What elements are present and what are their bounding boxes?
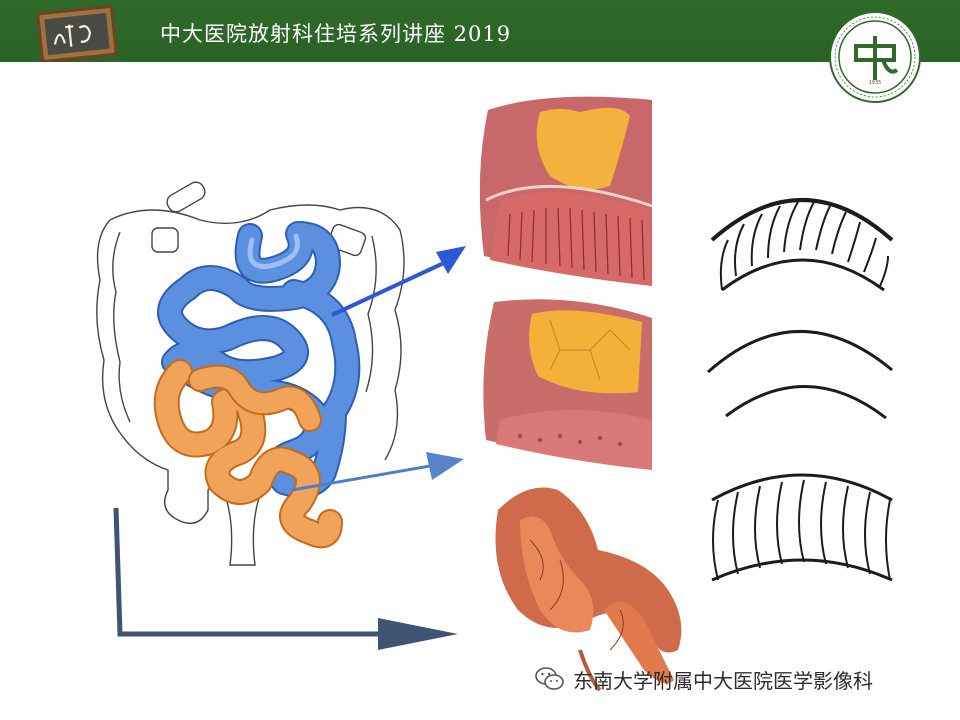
header-bar: 中大医院放射科住培系列讲座 2019 <box>0 0 960 62</box>
arrow-to-jejunum-image <box>331 246 466 317</box>
chalkboard-logo-icon <box>36 5 118 62</box>
page-title: 中大医院放射科住培系列讲座 2019 <box>160 22 512 46</box>
colon-mucosa-image <box>495 487 682 692</box>
watermark-text: 东南大学附属中大医院医学影像科 <box>573 668 873 693</box>
ileum-loops <box>153 359 343 549</box>
fold-diagram-ileum <box>707 330 893 420</box>
arrow-to-colon-image <box>113 507 458 650</box>
arrow-to-ileum-image <box>291 452 464 492</box>
jejunum-mucosa-image <box>479 96 653 287</box>
hospital-seal-logo: 1935 <box>829 11 921 103</box>
svg-text:1935: 1935 <box>869 80 882 86</box>
watermark: 东南大学附属中大医院医学影像科 <box>535 664 873 694</box>
fold-diagram-colon <box>711 473 893 582</box>
fold-diagram-jejunum <box>710 198 894 292</box>
wechat-icon <box>535 667 564 690</box>
ileum-mucosa-image <box>483 299 652 470</box>
